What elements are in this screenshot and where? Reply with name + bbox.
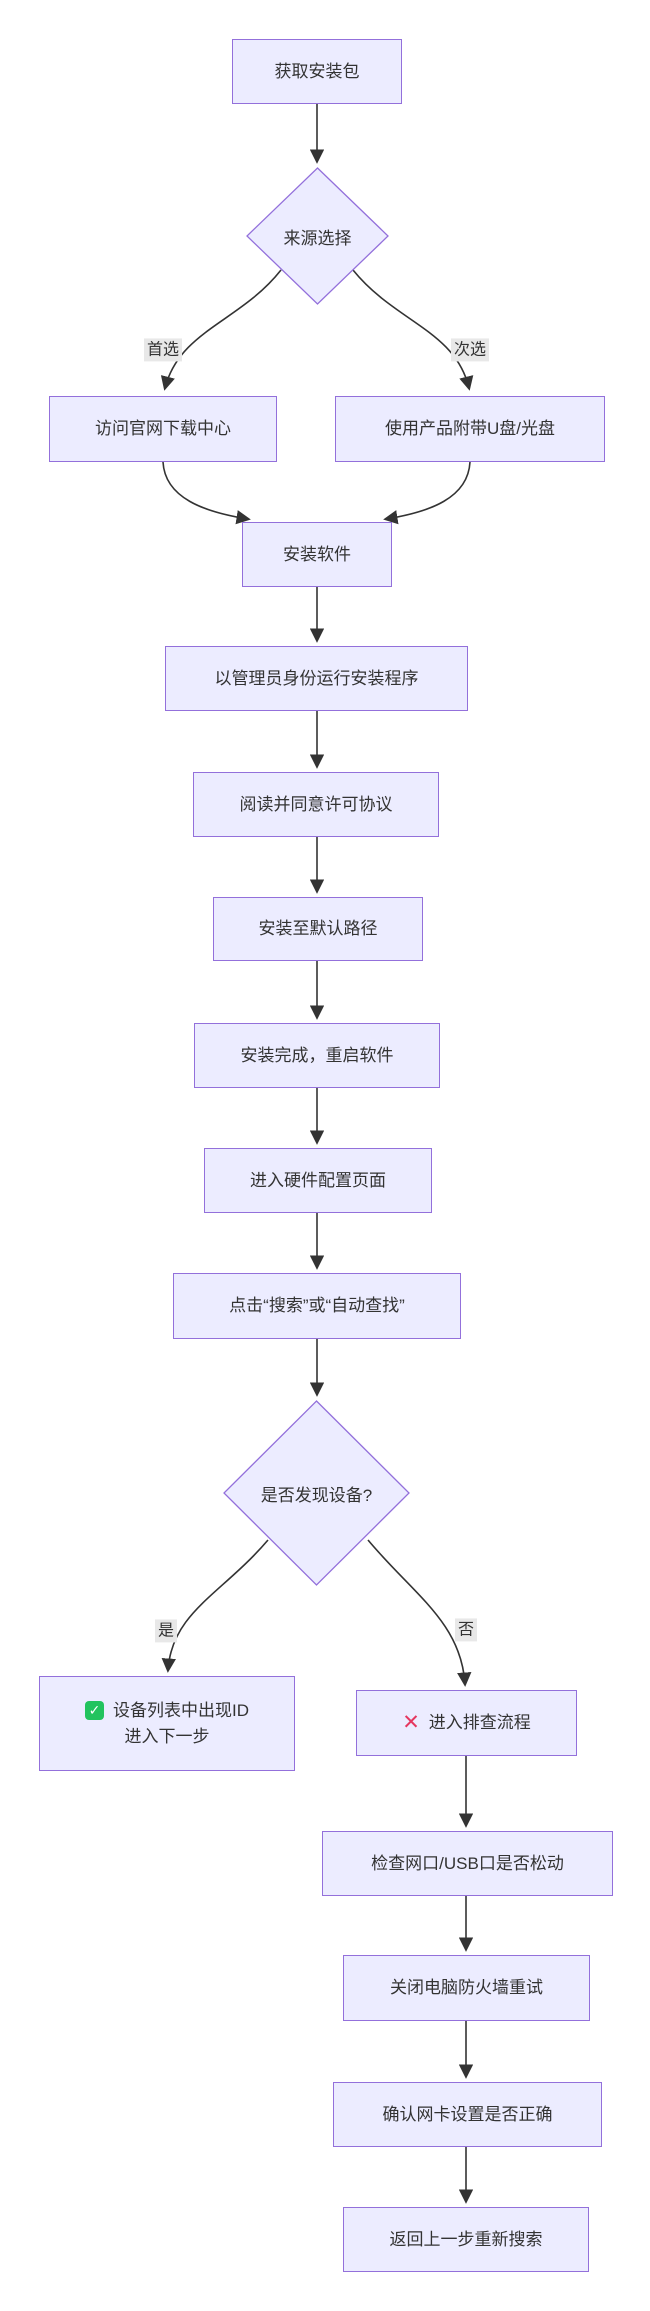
- node-firewall: 关闭电脑防火墙重试: [343, 1955, 590, 2021]
- node-label: 安装至默认路径: [258, 919, 378, 939]
- edge-label-yes: 是: [154, 1619, 178, 1643]
- node-label-line1: 设备列表中出现ID: [113, 1701, 249, 1720]
- edge-label-secondary: 次选: [450, 338, 490, 362]
- node-run-as-admin: 以管理员身份运行安装程序: [165, 646, 468, 711]
- node-official-site: 访问官网下载中心: [49, 396, 277, 462]
- edge-device-found-to-troubleshoot: [367, 1539, 472, 1687]
- node-label-line2: 进入下一步: [124, 1726, 210, 1746]
- edge-device-found-to-device-listed: [161, 1539, 269, 1673]
- diamond-shape: [246, 167, 389, 305]
- node-label: 进入排查流程: [428, 1713, 531, 1733]
- node-troubleshoot: ✕ 进入排查流程: [356, 1690, 577, 1756]
- node-install-software: 安装软件: [242, 522, 392, 587]
- node-default-path: 安装至默认路径: [213, 897, 423, 961]
- edge-official-site-to-install-software: [162, 461, 251, 525]
- edge-label-preferred: 首选: [143, 338, 183, 362]
- node-label: 关闭电脑防火墙重试: [390, 1978, 543, 1998]
- diamond-shape: [223, 1400, 410, 1586]
- node-label: 确认网卡设置是否正确: [382, 2104, 553, 2124]
- node-label: 访问官网下载中心: [95, 419, 231, 439]
- node-label: 进入硬件配置页面: [250, 1170, 386, 1190]
- node-device-listed: ✓ 设备列表中出现ID 进入下一步: [39, 1676, 295, 1771]
- node-click-search: 点击“搜索”或“自动查找”: [173, 1273, 461, 1339]
- edge-label-no: 否: [454, 1618, 478, 1642]
- node-nic-settings: 确认网卡设置是否正确: [333, 2082, 602, 2147]
- node-label: 检查网口/USB口是否松动: [371, 1853, 564, 1873]
- node-source-choice: 来源选择: [246, 167, 389, 305]
- node-license: 阅读并同意许可协议: [193, 772, 439, 837]
- cross-icon: ✕: [402, 1711, 420, 1735]
- edge-source-choice-to-usb-cd: [352, 269, 474, 391]
- node-label: 返回上一步重新搜索: [389, 2229, 543, 2249]
- node-research: 返回上一步重新搜索: [343, 2207, 589, 2272]
- node-label: 点击“搜索”或“自动查找”: [229, 1296, 405, 1316]
- node-label: 使用产品附带U盘/光盘: [385, 419, 555, 439]
- node-label: 安装软件: [283, 544, 351, 564]
- node-label: 是否发现设备?: [260, 1485, 373, 1505]
- node-restart: 安装完成，重启软件: [194, 1023, 440, 1088]
- node-usb-cd: 使用产品附带U盘/光盘: [335, 396, 605, 462]
- node-label: 获取安装包: [274, 61, 360, 81]
- check-icon: ✓: [85, 1701, 104, 1721]
- node-get-package: 获取安装包: [232, 39, 402, 104]
- node-label: 阅读并同意许可协议: [239, 794, 393, 814]
- node-label: 以管理员身份运行安装程序: [214, 668, 419, 688]
- node-label: 来源选择: [283, 228, 352, 248]
- node-device-found: 是否发现设备?: [223, 1400, 410, 1586]
- node-check-ports: 检查网口/USB口是否松动: [322, 1831, 613, 1896]
- edge-source-choice-to-official-site: [160, 269, 282, 391]
- node-hw-config: 进入硬件配置页面: [204, 1148, 432, 1213]
- edge-usb-cd-to-install-software: [383, 461, 471, 525]
- node-label: 安装完成，重启软件: [240, 1045, 394, 1065]
